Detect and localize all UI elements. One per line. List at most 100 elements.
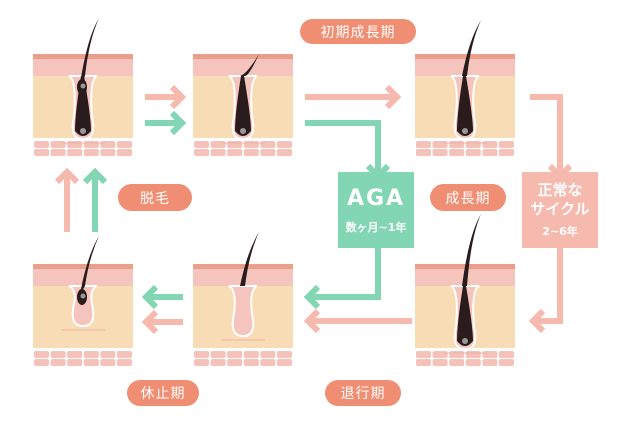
skin-surface: [193, 54, 293, 59]
skin-surface: [415, 54, 515, 59]
arrow-head: [82, 167, 108, 185]
fat-cell: [194, 141, 209, 148]
fat-cell: [482, 149, 498, 156]
fat-cell: [416, 149, 431, 156]
fat-cell: [67, 359, 83, 366]
fat-cell: [260, 141, 276, 148]
normal-title-1: 正常な: [537, 181, 583, 199]
panel-regression: [193, 232, 293, 366]
fat-cell: [465, 149, 481, 156]
arrow-head: [303, 308, 321, 334]
fat-cell: [117, 149, 132, 156]
arrow-head: [141, 309, 159, 335]
arrow-head: [141, 284, 159, 310]
arrow-line: [305, 120, 381, 172]
hair-shaft: [80, 18, 99, 84]
fat-cell: [227, 141, 243, 148]
fat-cell: [449, 149, 465, 156]
normal-cycle-box: 正常な サイクル 2~6年: [522, 172, 598, 248]
fat-cell: [194, 149, 209, 156]
fat-cell: [100, 351, 116, 358]
fat-cell: [432, 141, 448, 148]
skin-surface: [33, 264, 133, 269]
fat-cell: [67, 351, 83, 358]
arrow-pink-up: [54, 167, 80, 232]
fat-cell: [117, 141, 132, 148]
fat-cell: [465, 141, 481, 148]
fat-cell: [465, 359, 481, 366]
fat-cell: [50, 149, 66, 156]
follicle: [228, 285, 258, 338]
panel-growth: [415, 214, 515, 366]
label-early-growth: 初期成長期: [300, 19, 416, 44]
arrow-green-3: [303, 248, 381, 310]
arrow-head: [384, 84, 402, 110]
arrow-line: [312, 248, 381, 300]
fat-cell: [67, 149, 83, 156]
fat-cell: [277, 141, 292, 148]
fat-cell: [499, 149, 514, 156]
fat-cell: [117, 351, 132, 358]
arrow-head: [54, 167, 80, 185]
panel-shedding: [33, 18, 133, 156]
arrow-green-2-line: [305, 120, 391, 181]
fat-cell: [83, 359, 99, 366]
hair-papilla: [462, 338, 468, 344]
arrow-pink-4: [528, 248, 563, 334]
label-growth: 成長期: [430, 184, 506, 211]
hair-shaft: [80, 236, 99, 294]
arrow-head: [169, 84, 187, 110]
fat-cell: [243, 141, 259, 148]
fat-cell: [227, 359, 243, 366]
fat-cell: [416, 141, 431, 148]
aga-box: AGA 数ヶ月~1年: [338, 172, 414, 248]
fat-cell: [210, 141, 226, 148]
fat-cell: [100, 141, 116, 148]
fat-cell: [482, 141, 498, 148]
fat-cell: [100, 359, 116, 366]
fat-cell: [67, 141, 83, 148]
fat-cell: [416, 351, 431, 358]
fat-cell: [243, 149, 259, 156]
arrow-line: [530, 94, 563, 172]
hair-bulb: [457, 286, 473, 346]
label-resting: 休止期: [127, 380, 199, 406]
hair-shaft: [240, 54, 259, 76]
hair-bulb: [235, 76, 251, 136]
hair-papilla: [80, 128, 86, 134]
fat-cell: [100, 149, 116, 156]
label-regression: 退行期: [325, 380, 401, 406]
fat-cell: [34, 359, 49, 366]
panel-early-growth: [193, 54, 293, 156]
hair-papilla: [462, 128, 468, 134]
arrow-pink-2: [305, 84, 402, 110]
hair-shaft: [462, 20, 481, 76]
fat-cell: [227, 149, 243, 156]
fat-cell: [277, 351, 292, 358]
fat-cell: [50, 359, 66, 366]
skin-surface: [33, 54, 133, 59]
arrow-head: [303, 284, 321, 310]
arrow-pink-3-line: [530, 94, 573, 181]
skin-surface: [193, 264, 293, 269]
club-hair-dot: [80, 83, 86, 89]
fat-cell: [210, 149, 226, 156]
aga-duration: 数ヶ月~1年: [345, 220, 407, 234]
hair-papilla: [240, 128, 246, 134]
fat-cell: [432, 359, 448, 366]
fat-cell: [83, 351, 99, 358]
fat-cell: [34, 149, 49, 156]
follicle: [68, 285, 98, 328]
fat-cell: [416, 359, 431, 366]
fat-cell: [277, 149, 292, 156]
fat-cell: [243, 351, 259, 358]
arrow-green-1: [145, 110, 187, 136]
fat-cell: [260, 359, 276, 366]
hair-bulb: [457, 76, 473, 136]
panel-resting: [33, 236, 133, 366]
fat-cell: [50, 141, 66, 148]
fat-cell: [210, 359, 226, 366]
fat-cell: [499, 359, 514, 366]
club-hair-dot: [80, 293, 86, 299]
fat-cell: [210, 351, 226, 358]
